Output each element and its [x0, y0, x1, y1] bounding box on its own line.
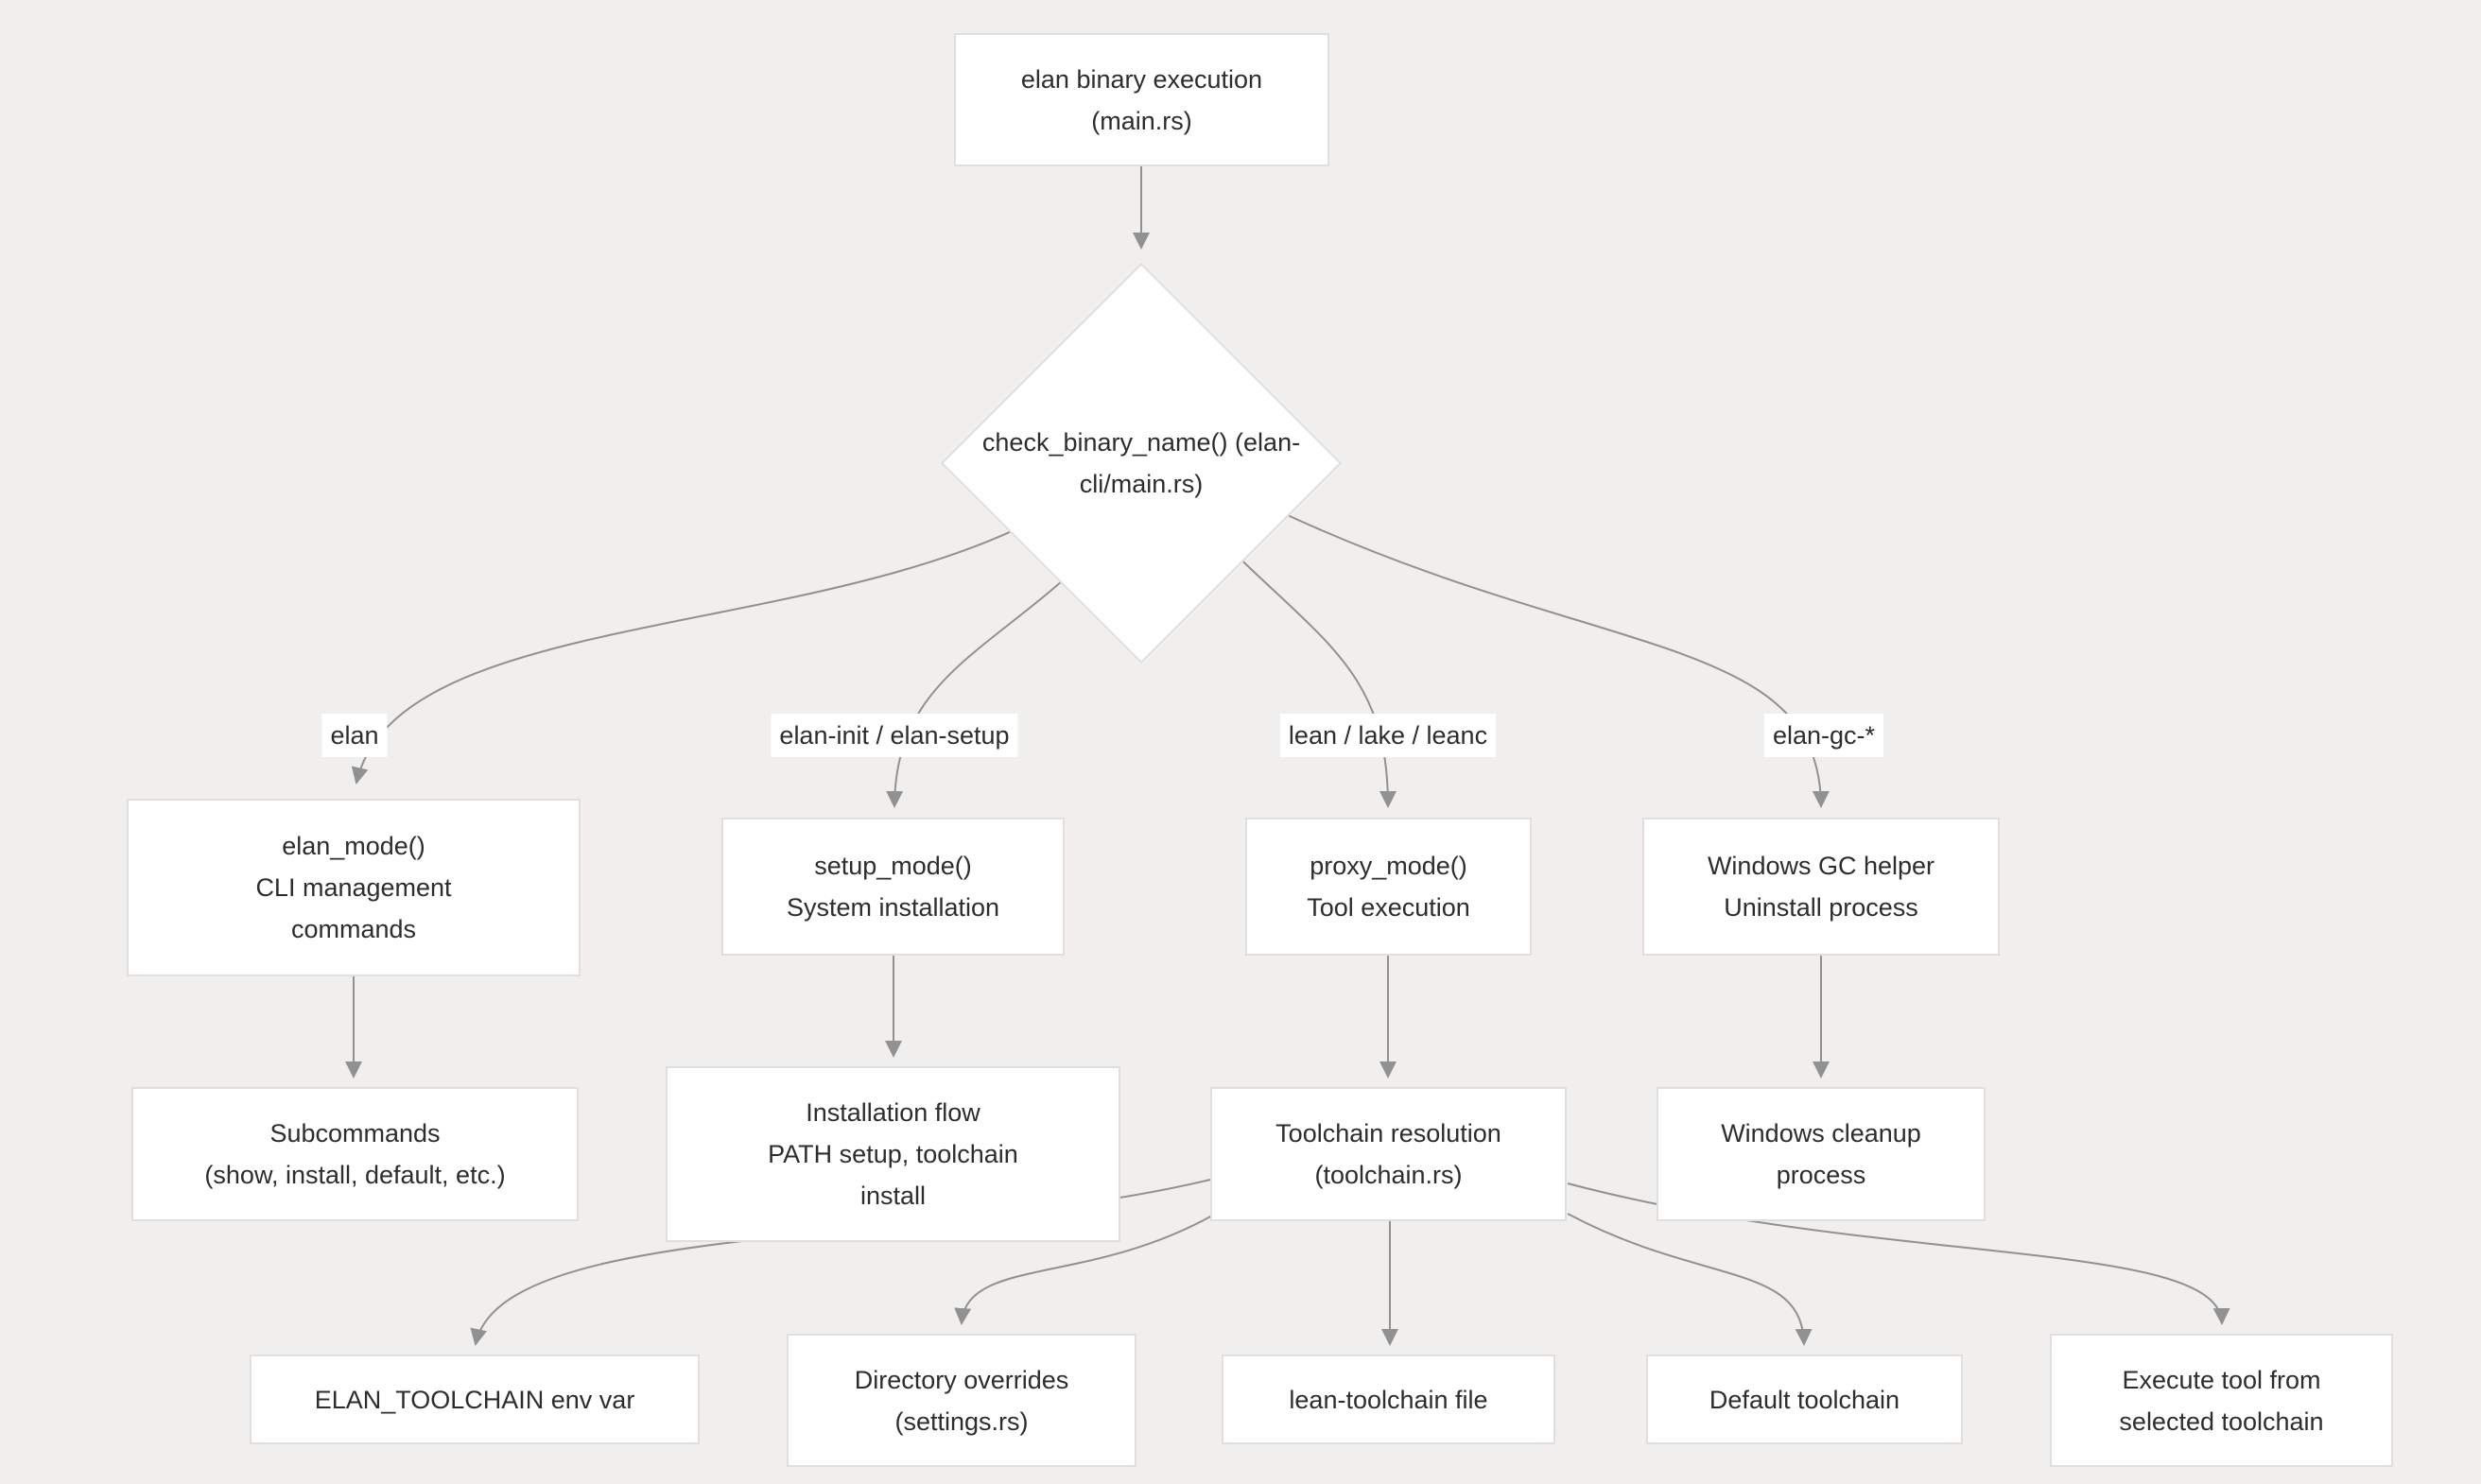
node-windows-cleanup-process: Windows cleanup process	[1657, 1087, 1986, 1221]
node-subcommands: Subcommands (show, install, default, etc…	[131, 1087, 579, 1221]
node-text-line: Execute tool from	[2122, 1365, 2321, 1394]
node-text-line: PATH setup, toolchain	[768, 1140, 1018, 1168]
node-toolchain-resolution: Toolchain resolution (toolchain.rs)	[1210, 1087, 1567, 1221]
node-setup-mode: setup_mode() System installation	[721, 818, 1065, 956]
node-text-line: System installation	[786, 893, 1000, 922]
edge-label-elan: elan	[321, 714, 388, 757]
edge-decision-to-elan-mode	[351, 505, 1062, 785]
node-text-line: process	[1776, 1161, 1866, 1189]
edge-decision-to-proxy-mode	[1219, 538, 1397, 808]
node-text-line: Directory overrides	[854, 1365, 1069, 1394]
node-text-line: Toolchain resolution	[1275, 1119, 1501, 1148]
node-text-line: CLI management	[255, 873, 452, 902]
node-text-line: Subcommands	[269, 1119, 441, 1148]
edge-label-elan-init-elan-setup: elan-init / elan-setup	[771, 714, 1018, 757]
node-text-line: setup_mode()	[814, 852, 972, 880]
node-default-toolchain: Default toolchain	[1646, 1355, 1963, 1444]
node-elan-mode: elan_mode() CLI management commands	[127, 799, 581, 976]
node-windows-gc-helper: Windows GC helper Uninstall process	[1642, 818, 2000, 956]
edge-label-lean-lake-leanc: lean / lake / leanc	[1279, 714, 1497, 757]
node-text-line: (show, install, default, etc.)	[204, 1161, 506, 1189]
edge-toolchain-to-overrides	[954, 1215, 1213, 1325]
node-text-line: ELAN_TOOLCHAIN env var	[314, 1385, 635, 1414]
decision-check-binary-name: check_binary_name() (elan-cli/main.rs)	[952, 422, 1330, 505]
node-text-line: proxy_mode()	[1310, 852, 1467, 880]
edge-decision-to-setup-mode	[886, 552, 1093, 808]
node-text-line: Tool execution	[1307, 893, 1470, 922]
edge-label-elan-gc: elan-gc-*	[1763, 714, 1884, 757]
node-elan-binary-execution: elan binary execution (main.rs)	[954, 33, 1329, 166]
node-text-line: lean-toolchain file	[1289, 1385, 1488, 1414]
decision-line: (elan-cli/main.rs)	[1079, 428, 1301, 498]
node-text-line: (settings.rs)	[894, 1406, 1029, 1436]
node-text-line: Installation flow	[806, 1098, 980, 1127]
node-text-line: Default toolchain	[1709, 1385, 1900, 1414]
node-text-line: Windows GC helper	[1707, 852, 1935, 880]
node-elan-toolchain-env-var: ELAN_TOOLCHAIN env var	[250, 1355, 700, 1444]
node-text-line: commands	[290, 915, 417, 943]
edge-toolchain-to-default	[1567, 1213, 1813, 1346]
node-text-line: (main.rs)	[1091, 106, 1192, 135]
edge-decision-to-gc-helper	[1257, 500, 1830, 808]
node-directory-overrides: Directory overrides (settings.rs)	[787, 1334, 1136, 1467]
node-execute-tool-from-selected-toolchain: Execute tool from selected toolchain	[2050, 1334, 2393, 1467]
node-proxy-mode: proxy_mode() Tool execution	[1245, 818, 1532, 956]
node-text-line: elan_mode()	[282, 832, 425, 860]
node-text-line: elan binary execution	[1020, 64, 1263, 94]
node-lean-toolchain-file: lean-toolchain file	[1222, 1355, 1555, 1444]
node-installation-flow: Installation flow PATH setup, toolchain …	[666, 1066, 1120, 1242]
node-text-line: install	[859, 1182, 927, 1210]
decision-line: check_binary_name()	[981, 428, 1228, 457]
node-text-line: selected toolchain	[2119, 1406, 2324, 1436]
node-text-line: Uninstall process	[1724, 893, 1918, 922]
node-text-line: Windows cleanup	[1721, 1119, 1921, 1148]
node-text-line: (toolchain.rs)	[1314, 1161, 1463, 1189]
